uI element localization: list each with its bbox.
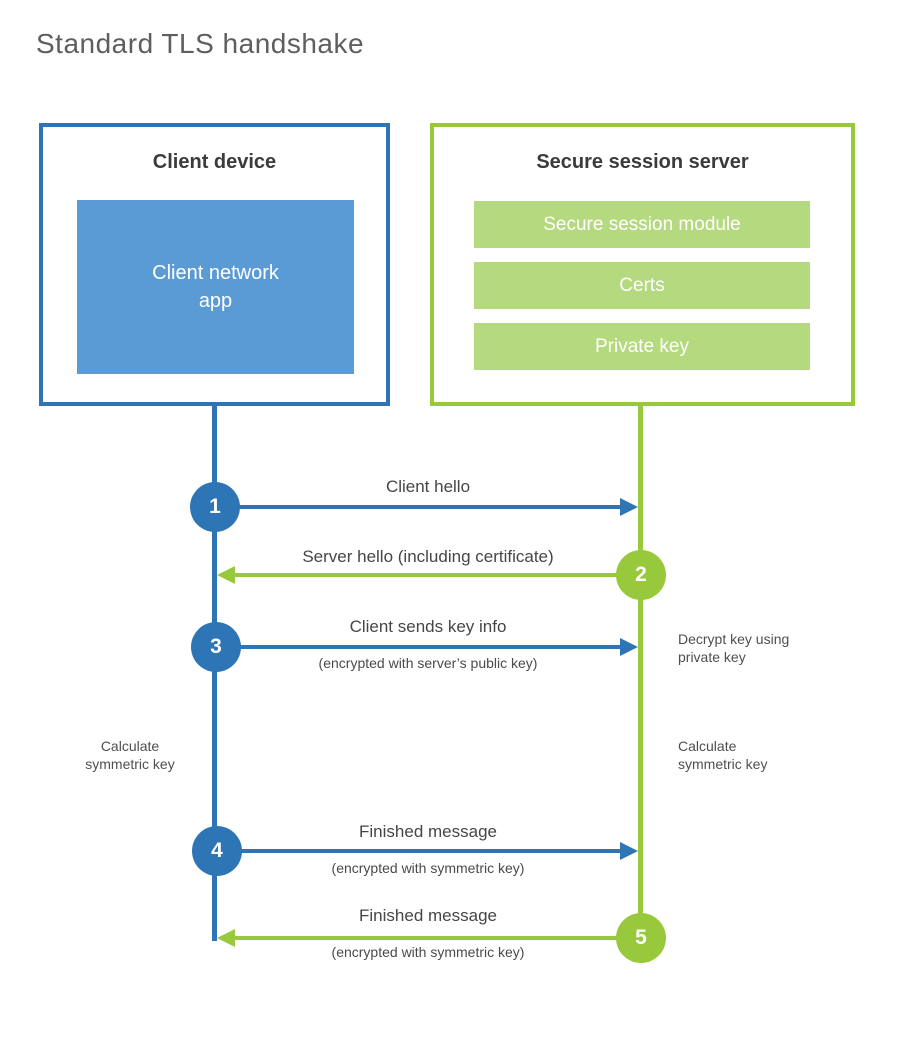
arrow-2-left-arrowhead-icon xyxy=(217,566,235,584)
arrow-1-line xyxy=(215,505,622,509)
arrow-3-right-arrowhead-icon xyxy=(620,638,638,656)
page-title: Standard TLS handshake xyxy=(36,28,365,59)
client-network-app-rect: Client network app xyxy=(77,200,354,374)
arrow-4-right-arrowhead-icon xyxy=(620,842,638,860)
arrow-2-label: Server hello (including certificate) xyxy=(302,547,554,566)
arrow-3-label: Client sends key info xyxy=(349,617,507,636)
arrow-4-sublabel: (encrypted with symmetric key) xyxy=(331,860,525,876)
arrow-5-line xyxy=(233,936,640,940)
note-decrypt-key: Decrypt key using private key xyxy=(678,631,790,665)
server-module-private-key: Private key xyxy=(474,323,810,370)
step-1-badge: 1 xyxy=(190,482,240,532)
step-4-badge: 4 xyxy=(192,826,242,876)
arrow-5-sublabel: (encrypted with symmetric key) xyxy=(331,944,525,960)
arrow-5-label: Finished message xyxy=(359,906,497,925)
server-module-certs: Certs xyxy=(474,262,810,309)
note-calculate-symmetric-key-server: Calculate symmetric key xyxy=(678,738,768,772)
arrow-4-label: Finished message xyxy=(359,822,497,841)
secure-session-server-box: Secure session server Secure session mod… xyxy=(430,123,855,406)
arrow-3-line xyxy=(215,645,622,649)
arrow-5-left-arrowhead-icon xyxy=(217,929,235,947)
step-3-badge: 3 xyxy=(191,622,241,672)
arrow-2-line xyxy=(233,573,640,577)
arrow-4-line xyxy=(215,849,622,853)
secure-session-server-title: Secure session server xyxy=(536,151,749,173)
client-device-box: Client device Client network app xyxy=(39,123,390,406)
arrow-1-right-arrowhead-icon xyxy=(620,498,638,516)
server-module-secure-session: Secure session module xyxy=(474,201,810,248)
arrow-3-sublabel: (encrypted with server’s public key) xyxy=(318,655,538,671)
arrow-1-label: Client hello xyxy=(385,477,471,496)
step-5-badge: 5 xyxy=(616,913,666,963)
server-lifeline xyxy=(638,403,643,962)
client-device-title: Client device xyxy=(152,151,277,173)
client-lifeline xyxy=(212,403,217,941)
note-calculate-symmetric-key-client: Calculate symmetric key xyxy=(85,738,175,772)
step-2-badge: 2 xyxy=(616,550,666,600)
